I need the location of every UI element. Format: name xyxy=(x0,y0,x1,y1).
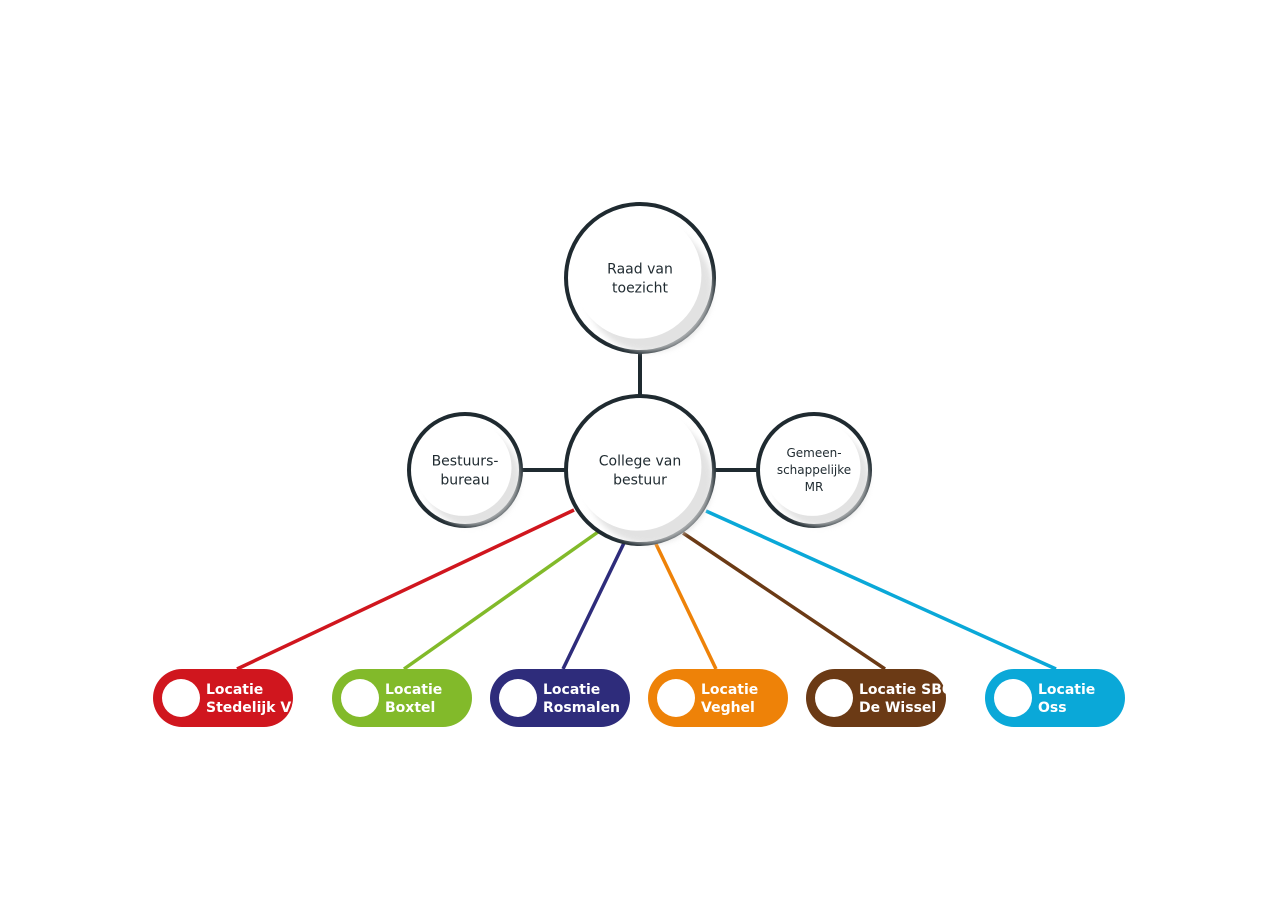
location-pill-2-label-2: Boxtel xyxy=(385,700,435,716)
location-pill-3-label-2: Rosmalen xyxy=(543,700,620,716)
location-connector-2 xyxy=(402,530,600,671)
location-pill-5: Locatie SBO De Wissel xyxy=(806,669,954,727)
location-connector-3 xyxy=(561,542,626,670)
location-pill-2-dot xyxy=(341,679,379,717)
node-bestuursbureau-face xyxy=(415,419,512,516)
location-pill-5-dot xyxy=(815,679,853,717)
node-college: College van bestuur xyxy=(564,394,716,546)
location-connectors xyxy=(236,508,1057,671)
connectors xyxy=(521,352,758,472)
location-pill-6-dot xyxy=(994,679,1032,717)
location-pill-2-label-1: Locatie xyxy=(385,682,442,698)
node-bestuursbureau: Bestuurs-bureau xyxy=(407,412,523,528)
location-connector-1 xyxy=(236,508,575,671)
node-college-label-2: bestuur xyxy=(613,472,667,488)
location-pill-1-dot xyxy=(162,679,200,717)
location-pill-5-label-2: De Wissel xyxy=(859,700,936,716)
location-connector-6 xyxy=(705,509,1057,671)
location-pill-5-label-1: Locatie SBO xyxy=(859,682,954,698)
location-pill-6-label-2: Oss xyxy=(1038,700,1067,716)
location-pill-3-dot xyxy=(499,679,537,717)
node-mr-label-3: MR xyxy=(805,480,824,494)
node-bestuursbureau-label-2: bureau xyxy=(440,472,489,488)
node-raad-label-2: toezicht xyxy=(612,280,668,296)
location-pill-4-label-2: Veghel xyxy=(701,700,755,716)
node-mr-label-2: schappelijke xyxy=(777,463,851,477)
node-raad: Raad van toezicht xyxy=(564,202,716,354)
node-college-label-1: College van xyxy=(599,453,681,469)
location-pill-1-label-2: Stedelijk VSO xyxy=(206,700,313,716)
location-pill-1-label-1: Locatie xyxy=(206,682,263,698)
node-bestuursbureau-label-1: Bestuurs- xyxy=(432,453,499,469)
node-college-face xyxy=(574,403,702,531)
location-pill-4-dot xyxy=(657,679,695,717)
node-raad-label-1: Raad van xyxy=(607,261,673,277)
location-connector-4 xyxy=(654,543,718,670)
location-pill-6-label-1: Locatie xyxy=(1038,682,1095,698)
location-connector-5 xyxy=(682,531,886,671)
node-raad-face xyxy=(574,211,702,339)
location-pill-4-label-1: Locatie xyxy=(701,682,758,698)
node-mr-face xyxy=(764,419,861,516)
node-mr-label-1: Gemeen- xyxy=(786,446,841,460)
location-pill-3-label-1: Locatie xyxy=(543,682,600,698)
